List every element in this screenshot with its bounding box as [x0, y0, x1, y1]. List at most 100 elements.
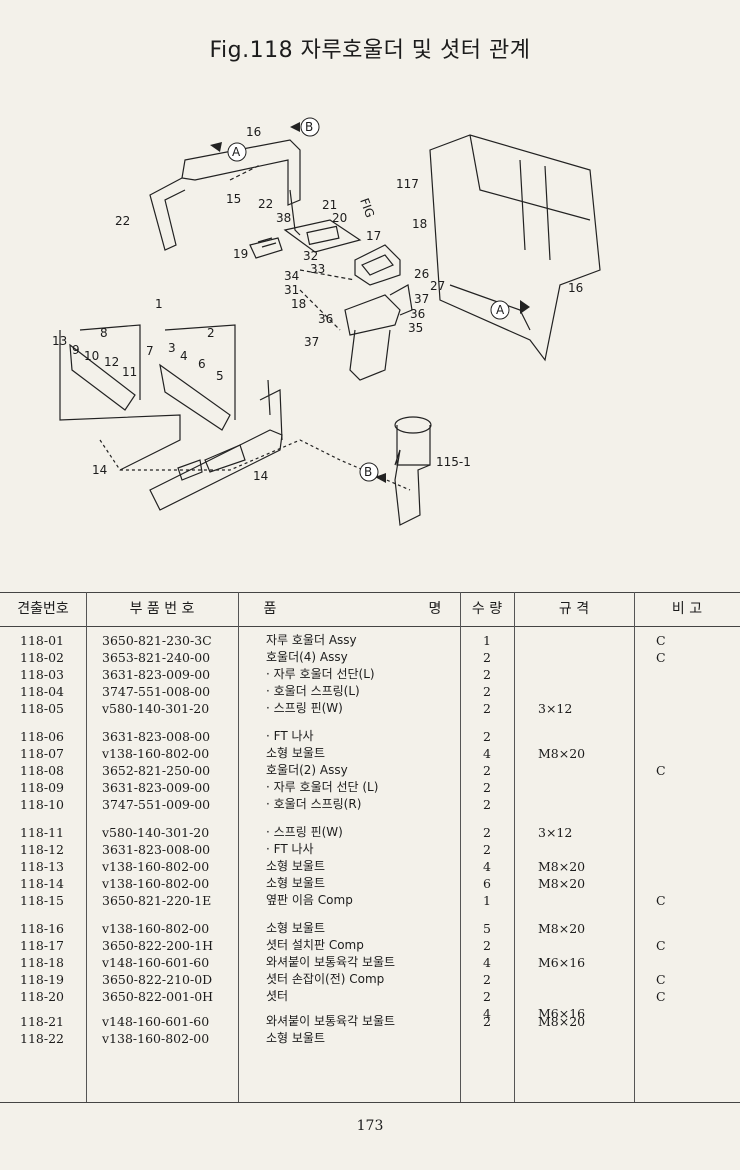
row-number: 118-22 — [20, 1031, 64, 1046]
col-divider — [634, 592, 635, 1102]
row-part-number: 3631-823-009-00 — [102, 667, 211, 682]
row-part-name: · FT 나사 — [266, 842, 314, 856]
row-spec: M8×20 — [538, 1014, 586, 1029]
diagram-label: 12 — [104, 355, 119, 369]
row-quantity: 1 — [483, 633, 491, 648]
header-note: 비 고 — [671, 601, 703, 617]
row-number: 118-20 — [20, 989, 64, 1004]
row-part-number: v580-140-301-20 — [102, 825, 210, 840]
row-quantity: 2 — [483, 842, 491, 857]
row-spec: M8×20 — [538, 859, 586, 874]
row-quantity: 2 — [483, 780, 491, 795]
row-quantity: 2 — [483, 938, 491, 953]
page-title: Fig.118 자루호울더 및 셧터 관계 — [209, 38, 531, 63]
row-part-name: 셧터 손잡이(전) Comp — [266, 972, 385, 986]
row-part-number: v148-160-601-60 — [102, 1014, 210, 1029]
row-part-name: 셧터 — [266, 989, 289, 1003]
diagram-label: 5 — [216, 369, 224, 383]
row-number: 118-06 — [20, 729, 64, 744]
row-number: 118-08 — [20, 763, 64, 778]
row-quantity: 4 — [483, 746, 491, 761]
diagram-label: 36 — [318, 312, 333, 326]
diagram-label: 16 — [568, 281, 583, 295]
diagram-label: 3 — [168, 341, 176, 355]
row-part-number: 3631-823-008-00 — [102, 842, 211, 857]
row-part-name: 호울더(2) Assy — [266, 763, 348, 777]
row-note: C — [656, 893, 666, 908]
row-quantity: 2 — [483, 825, 491, 840]
table-bottom-rule — [0, 1102, 740, 1103]
diagram-label: 10 — [84, 349, 99, 363]
table-row: 4 M6×16 — [0, 1005, 740, 1022]
diagram-label: 4 — [180, 349, 188, 363]
row-note: C — [656, 650, 666, 665]
table-row: 118-05 v580-140-301-20 · 스프링 핀(W) 2 3×12 — [0, 700, 740, 717]
parts-diagram: 16 B A 15 22 38 21 20 FIG 117 18 22 19 1… — [52, 117, 601, 526]
diagram-label: 31 — [284, 283, 299, 297]
row-number: 118-11 — [20, 825, 64, 840]
row-number: 118-15 — [20, 893, 64, 908]
diagram-label: 9 — [72, 343, 80, 357]
row-part-number: v580-140-301-20 — [102, 701, 210, 716]
row-quantity: 2 — [483, 701, 491, 716]
col-divider — [86, 592, 87, 1102]
row-note: C — [656, 938, 666, 953]
row-note: C — [656, 763, 666, 778]
row-number: 118-01 — [20, 633, 64, 648]
row-number: 118-21 — [20, 1014, 64, 1029]
diagram-label: 37 — [304, 335, 319, 349]
row-number: 118-02 — [20, 650, 64, 665]
diagram-label: 36 — [410, 307, 425, 321]
row-part-number: 3650-822-210-0D — [102, 972, 213, 987]
row-part-name: · 스프링 핀(W) — [266, 701, 343, 715]
row-quantity: 6 — [483, 876, 491, 891]
row-spec: 3×12 — [538, 701, 573, 716]
row-number: 118-19 — [20, 972, 64, 987]
row-part-name: · 자루 호울더 선단(L) — [266, 667, 375, 681]
row-part-number: v138-160-802-00 — [102, 921, 210, 936]
row-quantity: 4 — [483, 955, 491, 970]
diagram-label: 15 — [226, 192, 241, 206]
row-part-name: 와셔붙이 보통육각 보울트 — [266, 1014, 396, 1028]
row-spec: M8×20 — [538, 876, 586, 891]
row-part-name: 소형 보울트 — [266, 1031, 326, 1045]
row-quantity: 4 — [483, 1006, 491, 1021]
row-part-name: 자루 호울더 Assy — [266, 633, 357, 647]
row-number: 118-05 — [20, 701, 64, 716]
diagram-label: 26 — [414, 267, 429, 281]
col-divider — [460, 592, 461, 1102]
diagram-label: A — [496, 303, 505, 317]
row-quantity: 2 — [483, 729, 491, 744]
row-quantity: 2 — [483, 763, 491, 778]
header-part-no: 부 품 번 호 — [129, 601, 195, 617]
diagram-label: 2 — [207, 326, 215, 340]
row-part-number: v138-160-802-00 — [102, 859, 210, 874]
row-spec: M6×16 — [538, 955, 586, 970]
diagram-label: 27 — [430, 279, 445, 293]
row-spec: M8×20 — [538, 921, 586, 936]
diagram-label: 32 — [303, 249, 318, 263]
row-part-number: 3650-822-200-1H — [102, 938, 214, 953]
row-quantity: 2 — [483, 989, 491, 1004]
row-part-number: v138-160-802-00 — [102, 1031, 210, 1046]
row-spec: M8×20 — [538, 746, 586, 761]
diagram-label: A — [232, 145, 241, 159]
row-part-number: 3650-821-230-3C — [102, 633, 212, 648]
diagram-label: 11 — [122, 365, 137, 379]
header-name-a: 품 — [263, 601, 277, 617]
row-number: 118-07 — [20, 746, 64, 761]
row-part-name: · 자루 호울더 선단 (L) — [266, 780, 379, 794]
header-spec: 규 격 — [558, 601, 590, 617]
row-spec: M6×16 — [538, 1006, 586, 1021]
diagram-label: 22 — [115, 214, 130, 228]
row-part-number: v138-160-802-00 — [102, 746, 210, 761]
diagram-label: 18 — [412, 217, 427, 231]
